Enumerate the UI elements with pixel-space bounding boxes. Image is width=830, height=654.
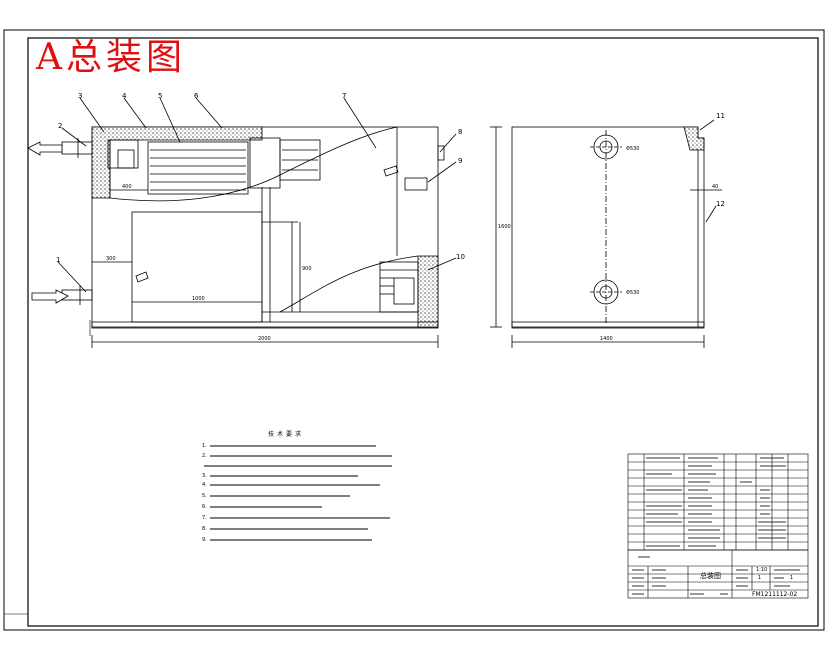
margin-ticks [4,320,91,615]
callout-2: 2 [58,122,62,130]
dim-right-height: 900 [302,266,312,272]
callout-5: 5 [158,92,162,100]
drawing-title: A总装图 [36,37,186,78]
callout-6: 6 [194,92,199,100]
title-block [627,549,809,599]
dim-total-width: 2000 [258,336,271,342]
callout-1: 1 [56,256,60,264]
drawing-scale: 1:10 [756,567,767,573]
dim-bottom-flange: Φ530 [626,290,639,296]
sheet-border-outer [3,29,825,631]
sheet-total: 1 [790,575,793,581]
note-8: 8. [202,526,207,532]
front-view [57,97,502,348]
note-5: 5. [202,493,207,499]
callout-8: 8 [458,128,462,136]
callout-10: 10 [456,253,465,261]
callout-3: 3 [78,92,82,100]
dim-top-flange: Φ530 [626,146,639,152]
callout-11: 11 [716,112,725,120]
dim-side-width: 1400 [600,336,613,342]
note-9: 9. [202,537,207,543]
coil-fins [150,149,246,191]
front-callouts: 1 2 3 4 5 6 7 8 9 10 [56,92,465,264]
flow-arrows [27,141,69,304]
technical-notes: 技术要求 1. 2. 3. 4. 5. 6. 7. 8. 9. [202,430,392,543]
dim-wall: 40 [712,184,718,190]
drawing-name: 总装图 [700,571,721,580]
dim-inner-width: 1000 [192,296,205,302]
callout-12: 12 [716,200,725,208]
side-view [511,119,722,348]
note-2: 2. [202,453,207,459]
note-3: 3. [202,473,207,479]
title-block-text: 总装图 1:10 1 1 FM1211112-02 [700,567,797,598]
note-1: 1. [202,443,207,449]
note-6: 6. [202,504,207,510]
side-dimensions: Φ530 Φ530 40 1400 [600,146,718,342]
notes-heading: 技术要求 [268,430,304,438]
sheet-border-inner [27,37,819,627]
dim-front-height: 1600 [498,224,511,230]
note-7: 7. [202,515,207,521]
dim-left-offset: 300 [106,256,116,262]
callout-7: 7 [342,92,346,100]
callout-4: 4 [122,92,127,100]
side-callouts: 11 12 [716,112,725,208]
parts-list-fills [646,457,786,547]
title-block-marks [632,556,800,595]
front-dimensions: 2000 1000 300 400 900 1600 [106,184,511,342]
lower-fins [380,269,418,295]
dim-top-pipe: 400 [122,184,132,190]
note-4: 4. [202,482,207,488]
sheet-number: 1 [758,575,761,581]
callout-9: 9 [458,157,462,165]
drawing-number: FM1211112-02 [752,591,797,598]
parts-list [627,453,809,551]
